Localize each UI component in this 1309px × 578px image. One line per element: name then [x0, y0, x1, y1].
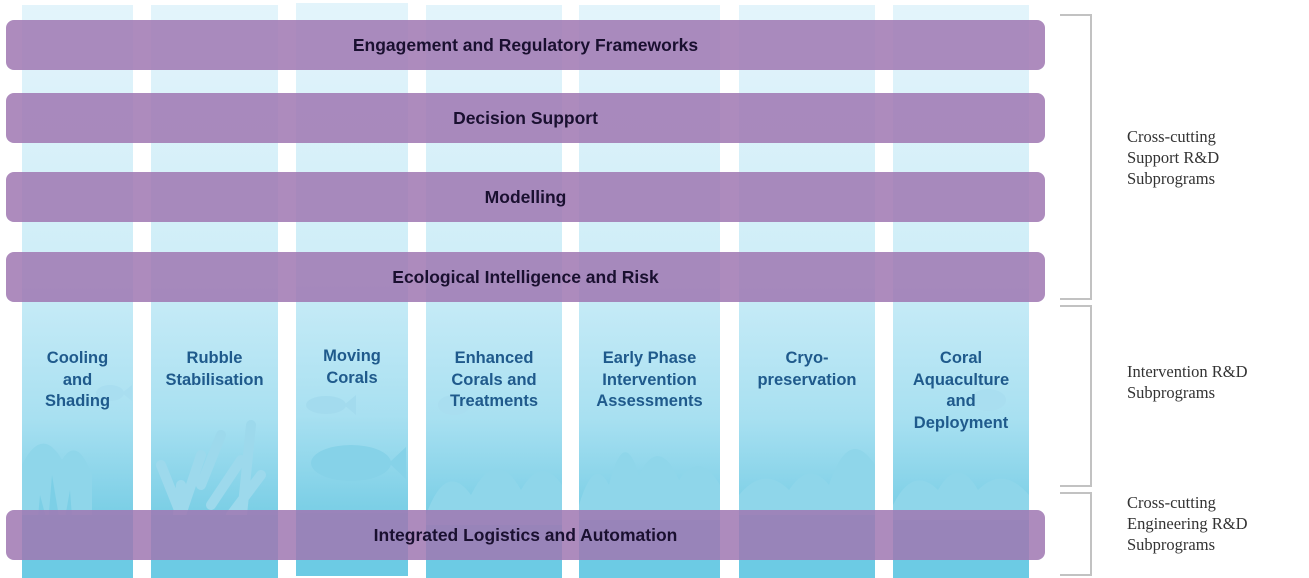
group-label-engineering: Cross-cutting Engineering R&D Subprogram… — [1127, 493, 1248, 554]
band-decision-support: Decision Support — [6, 93, 1045, 143]
band-modelling: Modelling — [6, 172, 1045, 222]
group-label-support: Cross-cutting Support R&D Subprograms — [1127, 127, 1220, 188]
column-label: Enhanced Corals and Treatments — [449, 349, 539, 410]
bracket-support — [1060, 14, 1092, 300]
column-label: Cryo- preservation — [757, 349, 857, 389]
band-integrated-logistics-and-automation: Integrated Logistics and Automation — [6, 510, 1045, 560]
bracket-engineering — [1060, 492, 1092, 576]
band-engagement-and-regulatory-frameworks: Engagement and Regulatory Frameworks — [6, 20, 1045, 70]
bracket-intervention — [1060, 305, 1092, 487]
column-label: Moving Corals — [323, 347, 381, 387]
group-label-intervention: Intervention R&D Subprograms — [1127, 362, 1248, 402]
column-label: Cooling and Shading — [44, 349, 111, 410]
column-label: Coral Aquaculture and Deployment — [912, 349, 1010, 432]
column-label: Early Phase Intervention Assessments — [596, 349, 703, 410]
band-ecological-intelligence-and-risk: Ecological Intelligence and Risk — [6, 252, 1045, 302]
column-label: Rubble Stabilisation — [165, 349, 264, 389]
